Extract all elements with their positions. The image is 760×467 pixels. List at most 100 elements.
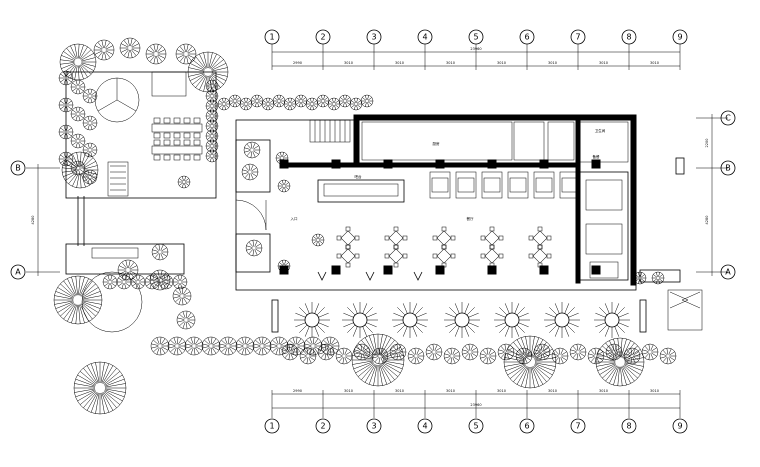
top-span-dim: 3010 [497,61,506,65]
room-label-entrance: 入口 [291,216,299,221]
shrub-icon [172,274,188,290]
row-bubble-right-C: C [725,114,731,123]
column-bubble-bottom-9: 9 [677,422,682,431]
left-dimension-chain: 4280 [26,164,60,276]
row-bubble-right-B: B [725,164,731,173]
column-bubble-bottom-1: 1 [269,422,274,431]
shrub-icon [184,336,204,356]
column-bubble-top-3: 3 [371,33,376,42]
shrub-icon [335,347,353,365]
top-span-dim: 3010 [344,61,353,65]
shrub-icon [311,233,325,247]
shrub-icon [569,343,587,361]
tree-icon [503,335,557,389]
bottom-span-dim: 3010 [497,389,506,393]
shrub-icon [82,88,98,104]
shrub-icon [633,271,647,285]
shrub-icon [177,175,191,189]
shrub-icon [149,269,171,291]
shrub-icon [277,259,291,273]
shrub-icon [58,97,74,113]
shrub-icon [317,343,335,361]
column-bubble-bottom-4: 4 [422,422,427,431]
column-bubble-top-2: 2 [320,33,325,42]
shrub-icon [58,70,74,86]
shrub-icon [58,151,74,167]
terrace-umbrellas [294,302,630,338]
column-bubble-bottom-2: 2 [320,422,325,431]
building [235,114,637,291]
row-bubble-right-A: A [725,268,731,277]
shrub-icon [102,274,118,290]
shrub-icon [651,271,665,285]
shrub-icon [116,274,132,290]
shrub-icon [303,336,323,356]
column-bubble-top-8: 8 [626,33,631,42]
top-span-dim: 3010 [446,61,455,65]
bottom-span-dim: 3010 [344,389,353,393]
shrub-icon [551,347,569,365]
column-bubble-bottom-3: 3 [371,422,376,431]
shrub-icon [283,97,297,111]
column-bubble-bottom-7: 7 [575,422,580,431]
right-span-dim-1: 2200 [705,139,709,148]
shrub-icon [82,115,98,131]
tree-icon [53,275,103,325]
tree-icon [73,361,127,415]
shrub-icon [205,149,219,163]
room-label-service: 备餐 [593,154,601,159]
row-grid-bubbles: B A C B A [10,110,736,280]
shrub-icon [479,347,497,365]
column-bubble-bottom-8: 8 [626,422,631,431]
shrub-icon [205,99,219,113]
shrub-icon [659,347,677,365]
shrub-icon [305,97,319,111]
shrub-icon [641,343,659,361]
left-span-dim: 4280 [31,216,35,225]
shrub-icon [201,336,221,356]
shrub-icon [70,160,86,176]
tree-icon [61,151,99,189]
shrub-icon [235,336,255,356]
shrub-icon [145,43,167,65]
shrub-icon [327,97,341,111]
shrub-icon [243,141,261,159]
shrub-icon [93,39,115,61]
shrub-icon [252,336,272,356]
shrub-icon [269,336,289,356]
shrub-icon [623,347,641,365]
shrub-icon [119,37,141,59]
shrub-icon [58,124,74,140]
shrub-icon [353,343,371,361]
top-span-dim: 2990 [293,61,302,65]
tree-icon [187,51,229,93]
shrub-icon [205,129,219,143]
shrub-icon [70,106,86,122]
shrub-icon [533,343,551,361]
shrub-icon [167,336,187,356]
tree-icon [351,333,405,387]
shrub-icon [277,179,291,193]
shrub-icon [130,274,146,290]
shrub-icon [82,142,98,158]
shrub-icon [150,336,170,356]
shrub-icon [320,336,340,356]
shrub-icon [176,310,196,330]
bottom-span-dim: 2990 [293,389,302,393]
landscape-trees [53,37,677,415]
shrub-icon [275,151,289,165]
shrub-icon [144,274,160,290]
shrub-icon [294,94,308,108]
shrub-icon [172,286,192,306]
bottom-span-dim: 3010 [599,389,608,393]
column-bubble-bottom-6: 6 [524,422,529,431]
shrub-icon [245,239,263,257]
right-dimension-chain: 2200 4280 [696,114,728,276]
shrub-icon [286,336,306,356]
shrub-icon [338,94,352,108]
shrub-icon [349,97,363,111]
column-bubble-top-5: 5 [473,33,478,42]
shrub-icon [205,109,219,123]
shrub-icon [272,94,286,108]
